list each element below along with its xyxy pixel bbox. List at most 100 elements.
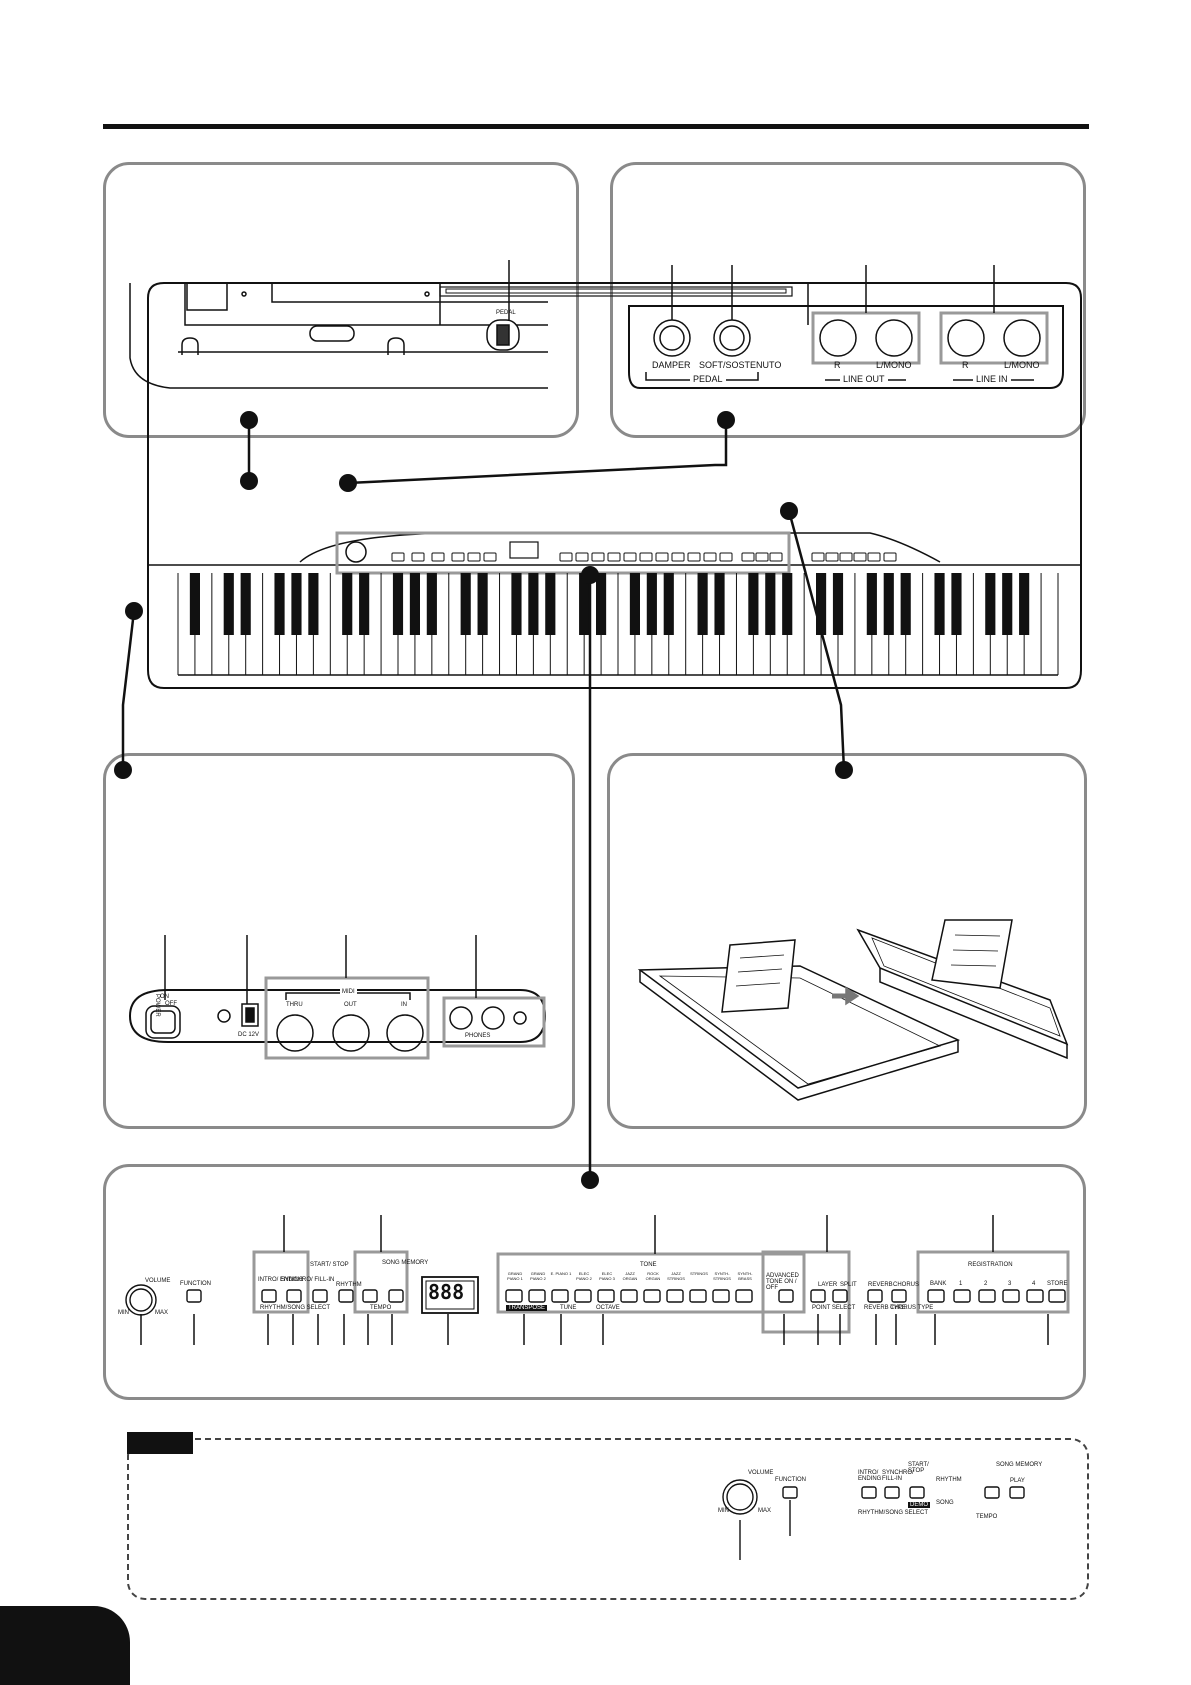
- side-connector-panel: [103, 753, 575, 1129]
- mini-panel-button: [411, 552, 425, 562]
- tone-button-label: E. PIANO 1: [550, 1271, 572, 1276]
- registration-button: [978, 1289, 996, 1303]
- black-key: [883, 573, 894, 635]
- black-key: [1002, 573, 1013, 635]
- black-key: [697, 573, 708, 635]
- black-key: [866, 573, 877, 635]
- midi-group-label: MIDI: [340, 989, 357, 995]
- mini-panel-button: [591, 552, 605, 562]
- tempo-label: TEMPO: [370, 1305, 392, 1311]
- registration-label: REGISTRATION: [968, 1262, 1013, 1268]
- black-key: [477, 573, 488, 635]
- mini-panel-button: [639, 552, 653, 562]
- chorus-label: CHORUS: [893, 1282, 920, 1288]
- black-key: [748, 573, 759, 635]
- midi-in-label: IN: [401, 1002, 407, 1008]
- note-volume-min-label: MIN: [718, 1508, 729, 1514]
- tone-button-label: JAZZ ORGAN: [622, 1271, 638, 1281]
- tone-button: [505, 1289, 523, 1303]
- mini-panel-button: [559, 552, 573, 562]
- tone-button: [620, 1289, 638, 1303]
- line-out-group-label: LINE OUT: [840, 374, 888, 384]
- tune-label: TUNE: [560, 1305, 577, 1311]
- note-rhythm-label: RHYTHM: [936, 1477, 962, 1483]
- note-start-stop-label: START/ STOP: [908, 1462, 929, 1474]
- midi-out-label: OUT: [344, 1002, 357, 1008]
- side-connector-drawing: [128, 935, 547, 1060]
- callout-dots: [114, 411, 853, 1189]
- black-key: [900, 573, 911, 635]
- registration-button: [1026, 1289, 1044, 1303]
- display-readout: 888: [428, 1280, 465, 1304]
- black-key: [460, 573, 471, 635]
- control-callout-lines: [140, 1215, 1049, 1345]
- note-intro-ending-label: INTRO/ ENDING: [858, 1470, 882, 1482]
- pedal-connector-label: PEDAL: [496, 310, 516, 316]
- point-select-label: POINT SELECT: [812, 1305, 856, 1311]
- mini-registration-button: [883, 552, 897, 562]
- black-key: [951, 573, 962, 635]
- black-key: [274, 573, 285, 635]
- tone-button-label: STRINGS: [690, 1271, 708, 1276]
- mini-panel-button: [391, 552, 405, 562]
- control-panel-detail: [103, 1164, 1086, 1400]
- song-memory-label: SONG MEMORY: [382, 1260, 429, 1266]
- registration-3-label: 3: [1008, 1281, 1012, 1287]
- black-key: [511, 573, 522, 635]
- black-key: [816, 573, 827, 635]
- mini-panel-button: [719, 552, 733, 562]
- black-key: [392, 573, 404, 635]
- mini-registration-button: [867, 552, 881, 562]
- octave-label: OCTAVE: [596, 1305, 620, 1311]
- tone-label: TONE: [640, 1262, 657, 1268]
- bottom-view-drawing: [129, 260, 548, 389]
- note-box: [127, 1438, 1089, 1600]
- black-key: [714, 573, 725, 635]
- soft-sostenuto-jack-label: SOFT/SOSTENUTO: [699, 360, 782, 370]
- black-key: [765, 573, 776, 635]
- black-key: [646, 573, 657, 635]
- black-key: [223, 573, 234, 635]
- split-label: SPLIT: [840, 1282, 857, 1288]
- tone-button-label: JAZZ STRINGS: [667, 1271, 685, 1281]
- volume-label: VOLUME: [145, 1278, 171, 1284]
- mini-panel-button: [741, 552, 755, 562]
- reverb-label: REVERB: [868, 1282, 893, 1288]
- registration-button: [1002, 1289, 1020, 1303]
- line-in-l-mono-label: L/MONO: [1004, 360, 1040, 370]
- tone-button-label: ELEC PIANO 2: [576, 1271, 592, 1281]
- mini-panel-buttons: [391, 552, 897, 562]
- advanced-tone-label: ADVANCED TONE ON / OFF: [766, 1273, 799, 1291]
- black-key: [545, 573, 556, 635]
- mini-panel-button: [703, 552, 717, 562]
- tone-button: [551, 1289, 569, 1303]
- registration-bank-label: BANK: [930, 1281, 947, 1287]
- note-drawing: [722, 1479, 1025, 1560]
- mini-registration-button: [853, 552, 867, 562]
- header-rule: [103, 124, 1089, 129]
- note-play-label: PLAY: [1010, 1478, 1025, 1484]
- registration-button: [1048, 1289, 1066, 1303]
- mini-panel-button: [607, 552, 621, 562]
- layer-label: LAYER: [818, 1282, 838, 1288]
- pedal-group-label: PEDAL: [690, 374, 726, 384]
- note-tempo-label: TEMPO: [976, 1514, 998, 1520]
- mini-panel-button: [623, 552, 637, 562]
- tone-button: [574, 1289, 592, 1303]
- mini-registration-button: [811, 552, 825, 562]
- rhythm-select-label: RHYTHM/SONG SELECT: [260, 1305, 331, 1311]
- midi-thru-label: THRU: [286, 1002, 303, 1008]
- black-key: [240, 573, 251, 635]
- tone-button: [528, 1289, 546, 1303]
- note-song-label: SONG: [936, 1500, 954, 1506]
- mini-panel-button: [755, 552, 769, 562]
- registration-button: [927, 1289, 945, 1303]
- note-synchro-label: SYNCHRO/ FILL-IN: [882, 1470, 914, 1482]
- mini-panel-button: [671, 552, 685, 562]
- tone-button: [666, 1289, 684, 1303]
- black-key: [409, 573, 420, 635]
- keyboard-drawing: [147, 282, 1082, 689]
- black-key: [934, 573, 945, 635]
- power-off-label: OFF: [165, 1001, 177, 1007]
